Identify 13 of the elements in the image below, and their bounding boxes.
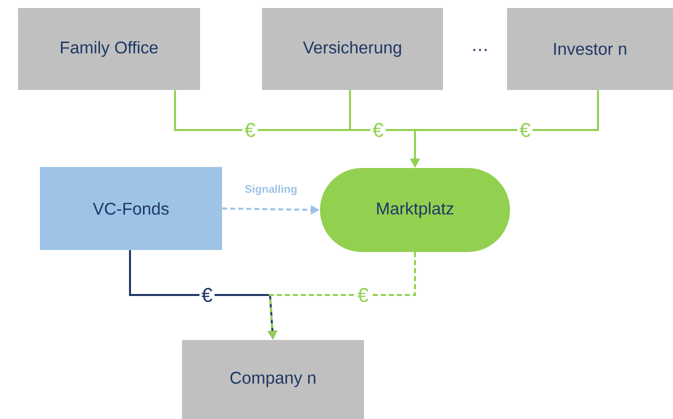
- process-box: Versicherung: [262, 8, 443, 90]
- edge-label: €: [370, 120, 386, 140]
- process-box: Company n: [182, 340, 364, 419]
- edge-label: €: [199, 286, 215, 304]
- process-box: Investor n: [507, 8, 673, 90]
- process-box: Family Office: [18, 8, 200, 90]
- fund-box: VC-Fonds: [40, 166, 222, 250]
- marketplace-pill: Marktplatz: [320, 168, 510, 252]
- edge-label: €: [517, 120, 533, 140]
- edge-label: Signalling: [244, 184, 298, 196]
- edge-label: €: [355, 286, 371, 304]
- edge-label: €: [242, 120, 258, 140]
- ellipsis: …: [473, 49, 487, 51]
